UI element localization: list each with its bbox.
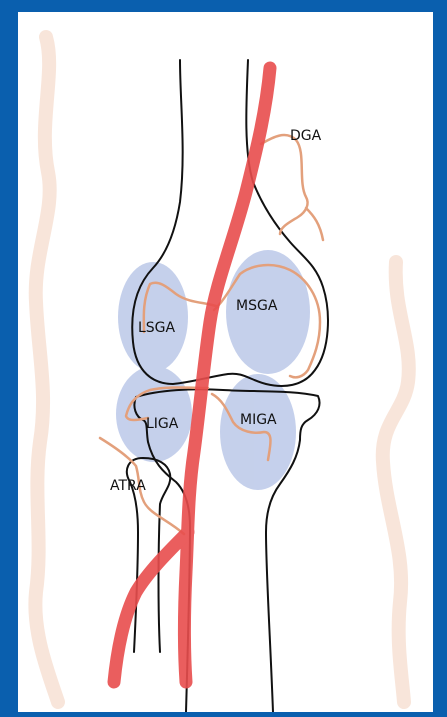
fibula-inner-edge xyxy=(130,482,138,652)
anterior-tibial-branch xyxy=(114,532,188,682)
skin-outline xyxy=(35,37,408,702)
dga-artery xyxy=(261,135,323,240)
label-dga: DGA xyxy=(290,128,322,144)
diagram-canvas: DGA LSGA MSGA LIGA MIGA ATRA xyxy=(18,12,433,712)
label-msga: MSGA xyxy=(236,298,278,314)
lsga-region xyxy=(118,262,188,372)
knee-artery-diagram: DGA LSGA MSGA LIGA MIGA ATRA xyxy=(18,12,433,712)
skin-outline-left xyxy=(35,37,58,702)
label-miga: MIGA xyxy=(240,412,277,428)
label-lsga: LSGA xyxy=(138,320,176,336)
label-atra: ATRA xyxy=(110,478,146,494)
label-liga: LIGA xyxy=(146,416,179,432)
skin-outline-right xyxy=(383,262,409,702)
